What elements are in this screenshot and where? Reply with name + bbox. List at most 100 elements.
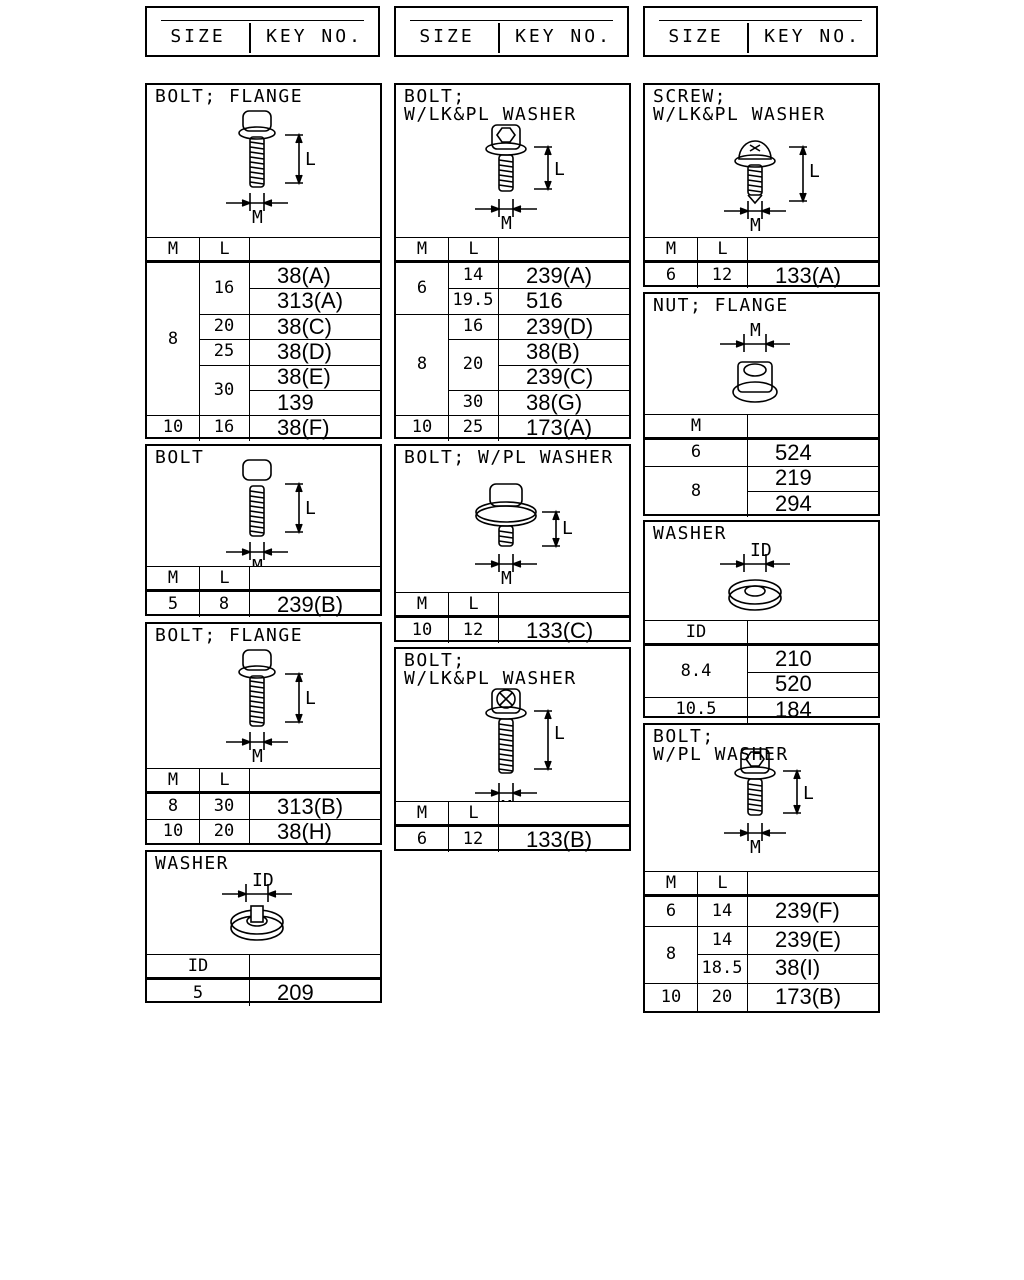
key-number: 239(A) xyxy=(526,262,593,288)
column-header-key xyxy=(249,955,380,977)
cell-l: 14 xyxy=(711,929,733,950)
cell-l: 19.5 xyxy=(452,290,494,311)
key-divider xyxy=(747,465,878,467)
size-key-header-2: SIZE KEY NO. xyxy=(394,6,629,57)
cell-l: 25 xyxy=(462,417,484,438)
key-number: 173(B) xyxy=(775,983,842,1009)
cell-m: 6 xyxy=(665,265,677,285)
key-divider xyxy=(249,390,380,391)
key-number: 294 xyxy=(775,490,812,516)
cell-m: 8 xyxy=(167,796,179,816)
column-divider xyxy=(448,618,449,643)
cell-m: 10 xyxy=(411,417,433,438)
key-number: 133(C) xyxy=(526,617,594,643)
column-divider xyxy=(747,646,748,723)
row-divider xyxy=(199,819,380,820)
column-header-key xyxy=(249,567,380,589)
cell-m: 5 xyxy=(167,594,179,614)
column-divider xyxy=(697,263,698,288)
fastener-illustration: LM xyxy=(226,110,316,228)
cell-l: 20 xyxy=(213,821,235,841)
column-header-m: M xyxy=(665,239,677,259)
column-header-l: L xyxy=(448,238,498,260)
row-divider xyxy=(448,288,629,290)
key-number: 516 xyxy=(526,288,563,314)
key-number: 219 xyxy=(775,465,812,491)
cell-m: 8 xyxy=(665,943,677,964)
cell-m: 8 xyxy=(690,480,702,501)
dimension-l-label: L xyxy=(809,161,820,182)
column-header-l: L xyxy=(199,567,249,589)
cell-l: 20 xyxy=(462,354,484,375)
cell-l: 25 xyxy=(213,341,235,362)
cell-l: 8 xyxy=(218,594,230,614)
panel-drawing: LM xyxy=(724,140,820,236)
fastener-illustration: LM xyxy=(724,140,820,236)
key-number: 133(B) xyxy=(526,826,593,852)
key-number: 524 xyxy=(775,439,812,465)
dimension-m-label: M xyxy=(501,568,512,589)
row-divider xyxy=(697,982,878,984)
cell-m: 10 xyxy=(411,620,433,640)
key-number: 239(C) xyxy=(526,364,594,390)
dimension-m-label: M xyxy=(252,556,263,566)
cell-l: 16 xyxy=(462,315,484,336)
column-header-m: M xyxy=(167,239,179,259)
key-number: 239(F) xyxy=(775,898,840,924)
dimension-m-label: M xyxy=(750,215,761,236)
column-header-m: M xyxy=(416,239,428,259)
table-header: ID xyxy=(147,954,380,980)
key-number: 38(D) xyxy=(277,338,333,364)
cell-l: 30 xyxy=(213,379,235,400)
cell-l: 30 xyxy=(462,392,484,412)
column-header-l: L xyxy=(199,769,249,791)
key-number: 173(A) xyxy=(526,415,593,441)
key-number: 239(B) xyxy=(277,591,344,617)
panel-title: BOLT; FLANGE xyxy=(155,625,304,646)
column-header-key xyxy=(747,872,878,894)
dimension-l-label: L xyxy=(305,688,316,709)
cell-l: 18.5 xyxy=(701,958,743,978)
key-no-label: KEY NO. xyxy=(747,23,876,53)
row-divider xyxy=(448,390,629,391)
cell-m: 6 xyxy=(665,901,677,921)
column-header-key xyxy=(498,802,629,824)
cell-m: 8 xyxy=(416,353,428,374)
key-number: 38(F) xyxy=(277,415,330,441)
panel-title: WASHER xyxy=(653,523,728,544)
column-header-key xyxy=(249,238,380,260)
size-key-header-1: SIZE KEY NO. xyxy=(145,6,380,57)
panel-drawing: LM xyxy=(226,459,316,566)
fastener-illustration: LM xyxy=(475,124,565,234)
key-number: 38(A) xyxy=(277,262,331,288)
panel-title: BOLT xyxy=(155,447,205,468)
column-header-key xyxy=(498,593,629,615)
key-number: 38(B) xyxy=(526,338,580,364)
column-divider xyxy=(498,618,499,643)
key-number: 313(B) xyxy=(277,793,344,819)
panel-drawing: LM xyxy=(475,124,565,234)
column-header-key xyxy=(747,621,878,643)
row-divider xyxy=(199,339,380,341)
panel-title: BOLT; W/LK&PL WASHER xyxy=(404,650,577,689)
panel-title: BOLT; W/PL WASHER xyxy=(404,447,614,468)
column-header-m: M xyxy=(416,594,428,614)
cell-m: 10 xyxy=(660,986,682,1007)
row-divider xyxy=(697,925,878,927)
fastener-illustration: LM xyxy=(724,748,814,858)
